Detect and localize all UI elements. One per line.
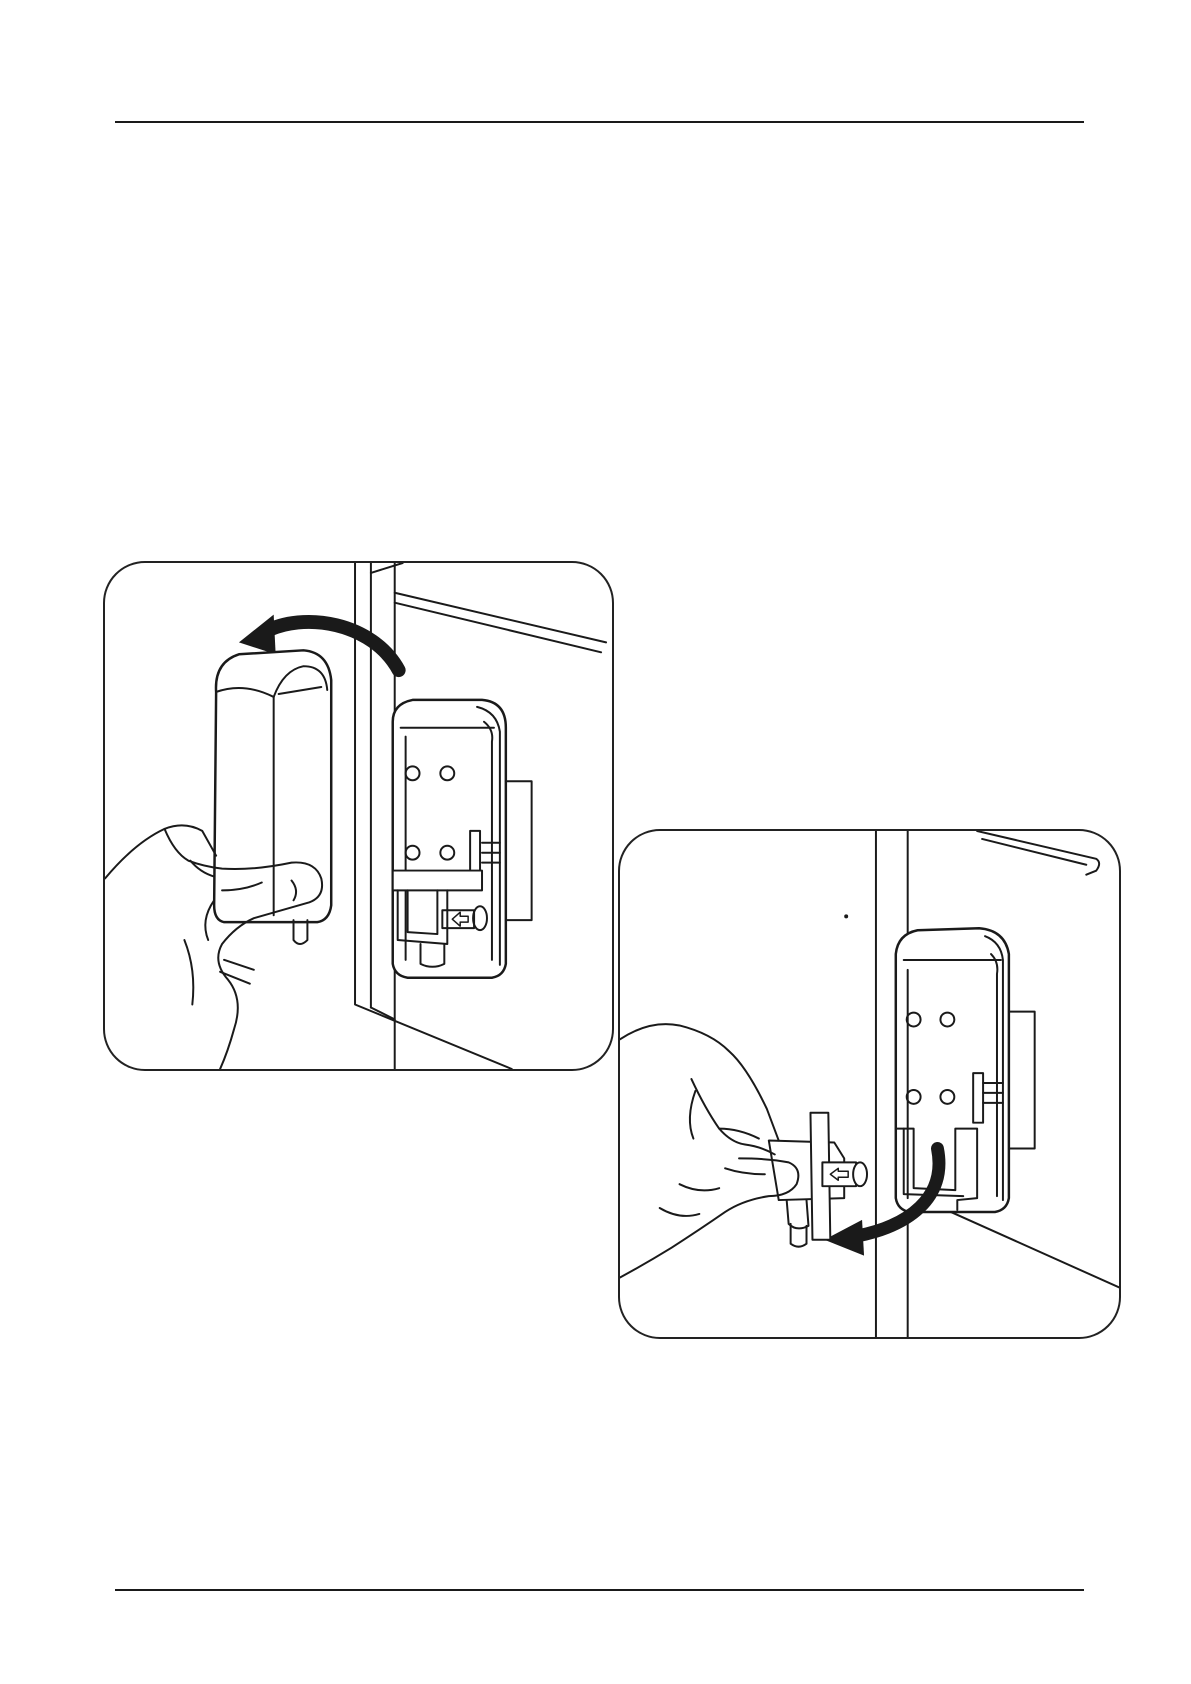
illustration-remove-cover [103,561,614,1071]
footer-rule [115,1589,1084,1591]
remove-cover-drawing [105,563,612,1069]
remove-pump-drawing [620,831,1119,1337]
header-rule [115,121,1084,123]
dispenser-body-icon [393,700,532,978]
speck [845,915,847,917]
dispenser-body-icon [896,928,1035,1212]
illustration-remove-pump [618,829,1121,1339]
